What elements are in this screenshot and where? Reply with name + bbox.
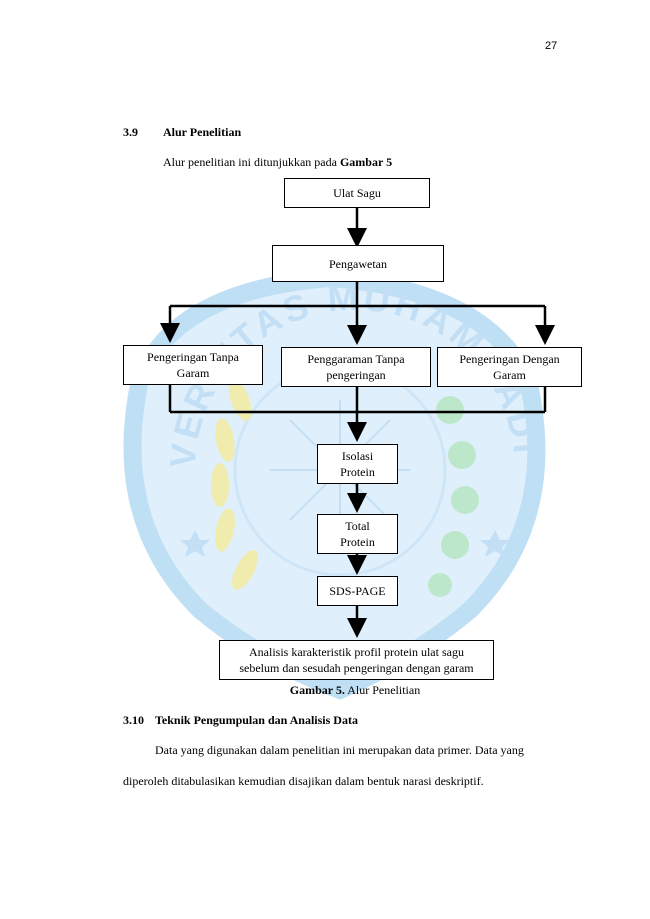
intro-paragraph: Alur penelitian ini ditunjukkan pada Gam…: [163, 155, 392, 170]
paragraph-line-1: Data yang digunakan dalam penelitian ini…: [155, 743, 524, 757]
flow-box-total-label: Total Protein: [340, 519, 375, 549]
flow-box-branch-3-label: Pengeringan Dengan Garam: [459, 352, 560, 382]
seal-star-icon: [180, 530, 510, 557]
section-number: 3.9: [123, 125, 138, 139]
figure-caption: Gambar 5. Alur Penelitian: [0, 683, 650, 698]
flow-box-sds-label: SDS-PAGE: [329, 584, 386, 598]
flow-box-analysis: Analisis karakteristik profil protein ul…: [219, 640, 494, 680]
flow-box-analysis-label: Analisis karakteristik profil protein ul…: [239, 645, 474, 675]
flow-box-branch-3: Pengeringan Dengan Garam: [437, 347, 582, 387]
flow-box-preserve-label: Pengawetan: [329, 256, 387, 271]
flow-box-branch-2: Penggaraman Tanpa pengeringan: [281, 347, 431, 387]
flow-box-preserve: Pengawetan: [272, 245, 444, 282]
seal-laurel-left-icon: [211, 379, 259, 590]
flow-box-total: Total Protein: [317, 514, 398, 554]
paragraph-line-2: diperoleh ditabulasikan kemudian disajik…: [123, 774, 484, 788]
flow-box-branch-2-label: Penggaraman Tanpa pengeringan: [307, 352, 405, 382]
section-title: Alur Penelitian: [163, 125, 242, 139]
flow-box-isolation-label: Isolasi Protein: [340, 449, 375, 479]
intro-figure-ref: Gambar 5: [339, 155, 393, 169]
figure-caption-text: Alur Penelitian: [344, 683, 421, 697]
section-2-number: 3.10: [123, 713, 144, 727]
page-number: 27: [545, 40, 558, 52]
flow-box-start-label: Ulat Sagu: [333, 186, 381, 200]
seal-cotton-right-icon: [428, 396, 479, 597]
flow-box-branch-1-label: Pengeringan Tanpa Garam: [147, 350, 239, 380]
flow-box-isolation: Isolasi Protein: [317, 444, 398, 484]
flow-box-sds: SDS-PAGE: [317, 576, 398, 606]
flow-box-start: Ulat Sagu: [284, 178, 430, 208]
intro-text: Alur penelitian ini ditunjukkan pada: [163, 155, 340, 169]
figure-caption-label: Gambar 5.: [289, 683, 345, 697]
section-2-title: Teknik Pengumpulan dan Analisis Data: [155, 713, 358, 727]
flow-box-branch-1: Pengeringan Tanpa Garam: [123, 345, 263, 385]
